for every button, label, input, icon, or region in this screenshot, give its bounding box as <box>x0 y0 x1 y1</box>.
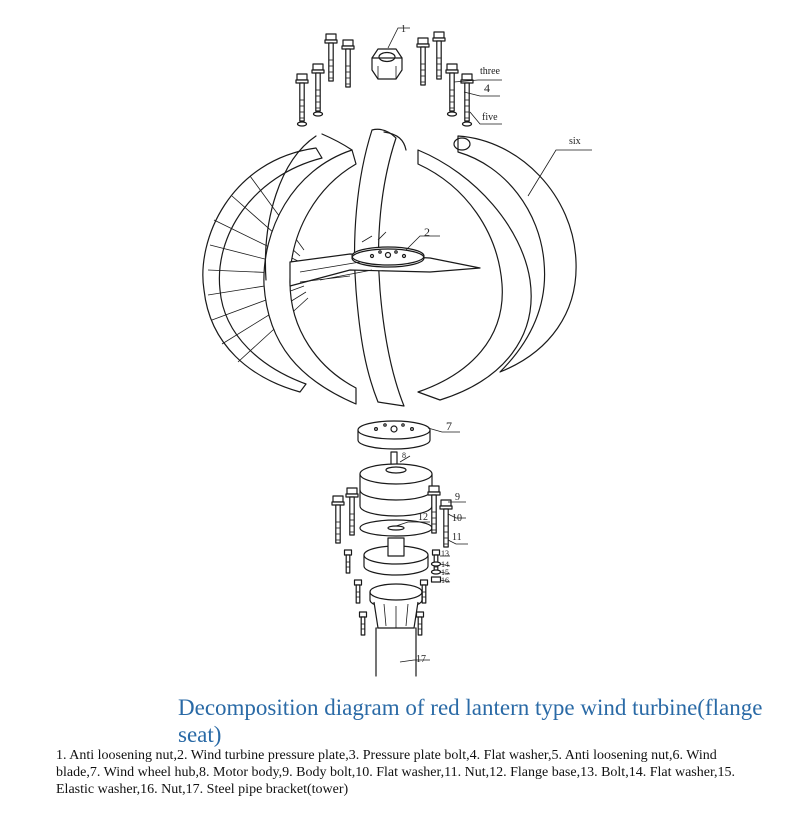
anti-loosening-nut <box>371 48 403 80</box>
label-10: 10 <box>452 513 462 524</box>
label-3: three <box>480 66 501 77</box>
label-5: five <box>482 112 498 123</box>
label-9: 9 <box>455 492 460 503</box>
leader-lines <box>387 27 592 663</box>
wind-wheel-hub <box>357 420 431 450</box>
label-4: 4 <box>484 81 490 95</box>
label-6: six <box>569 136 581 147</box>
label-2: 2 <box>424 225 430 239</box>
label-1: 1 <box>401 24 406 35</box>
label-14: 14 <box>441 560 449 569</box>
label-12: 12 <box>418 512 428 523</box>
part-labels: 1 three 4 five six 2 7 8 9 10 12 11 13 1… <box>401 24 581 665</box>
flange-base <box>359 519 433 576</box>
steel-pipe-bracket <box>369 583 423 677</box>
label-17: 17 <box>416 654 426 665</box>
label-15: 15 <box>441 568 449 577</box>
motor-body <box>359 451 433 517</box>
parts-legend: 1. Anti loosening nut,2. Wind turbine pr… <box>56 748 736 797</box>
label-16: 16 <box>441 576 449 585</box>
diagram-title: Decomposition diagram of red lantern typ… <box>178 695 763 747</box>
label-13: 13 <box>441 549 449 558</box>
bolt-washers <box>296 111 473 127</box>
wind-wheel-blades <box>202 128 577 407</box>
label-7: 7 <box>446 419 452 433</box>
label-11: 11 <box>452 532 462 543</box>
label-8: 8 <box>402 451 406 460</box>
